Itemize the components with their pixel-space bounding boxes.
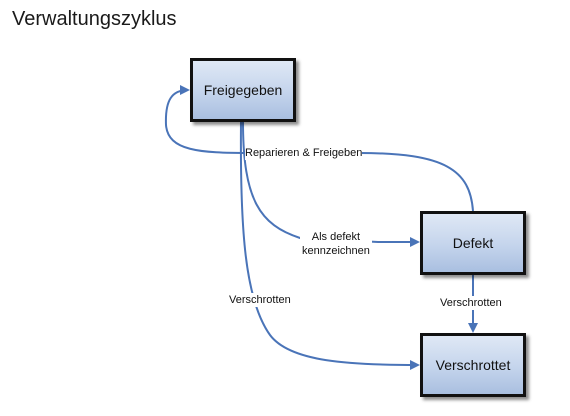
edge-label-repair: Reparieren & Freigeben: [245, 146, 363, 160]
edge-label-mark-defect-line1: Als defekt: [311, 231, 361, 243]
diagram-title: Verwaltungszyklus: [12, 8, 177, 30]
node-freigegeben: Freigegeben: [190, 58, 296, 122]
node-defekt-label: Defekt: [452, 235, 494, 251]
edge-label-scrap-from-defect: Verschrotten: [440, 296, 502, 310]
edge-label-mark-defect: Als defekt kennzeichnen: [300, 229, 372, 259]
edge-mark-defect: [242, 121, 420, 247]
edge-label-mark-defect-line2: kennzeichnen: [302, 245, 370, 257]
edge-repair: [164, 85, 474, 212]
node-verschrottet: Verschrottet: [420, 333, 526, 397]
node-verschrottet-label: Verschrottet: [435, 357, 511, 373]
edge-label-scrap-from-released: Verschrotten: [229, 293, 291, 307]
edge-scrap-from-released: [239, 121, 420, 370]
node-defekt: Defekt: [420, 211, 526, 275]
node-freigegeben-label: Freigegeben: [203, 82, 283, 98]
